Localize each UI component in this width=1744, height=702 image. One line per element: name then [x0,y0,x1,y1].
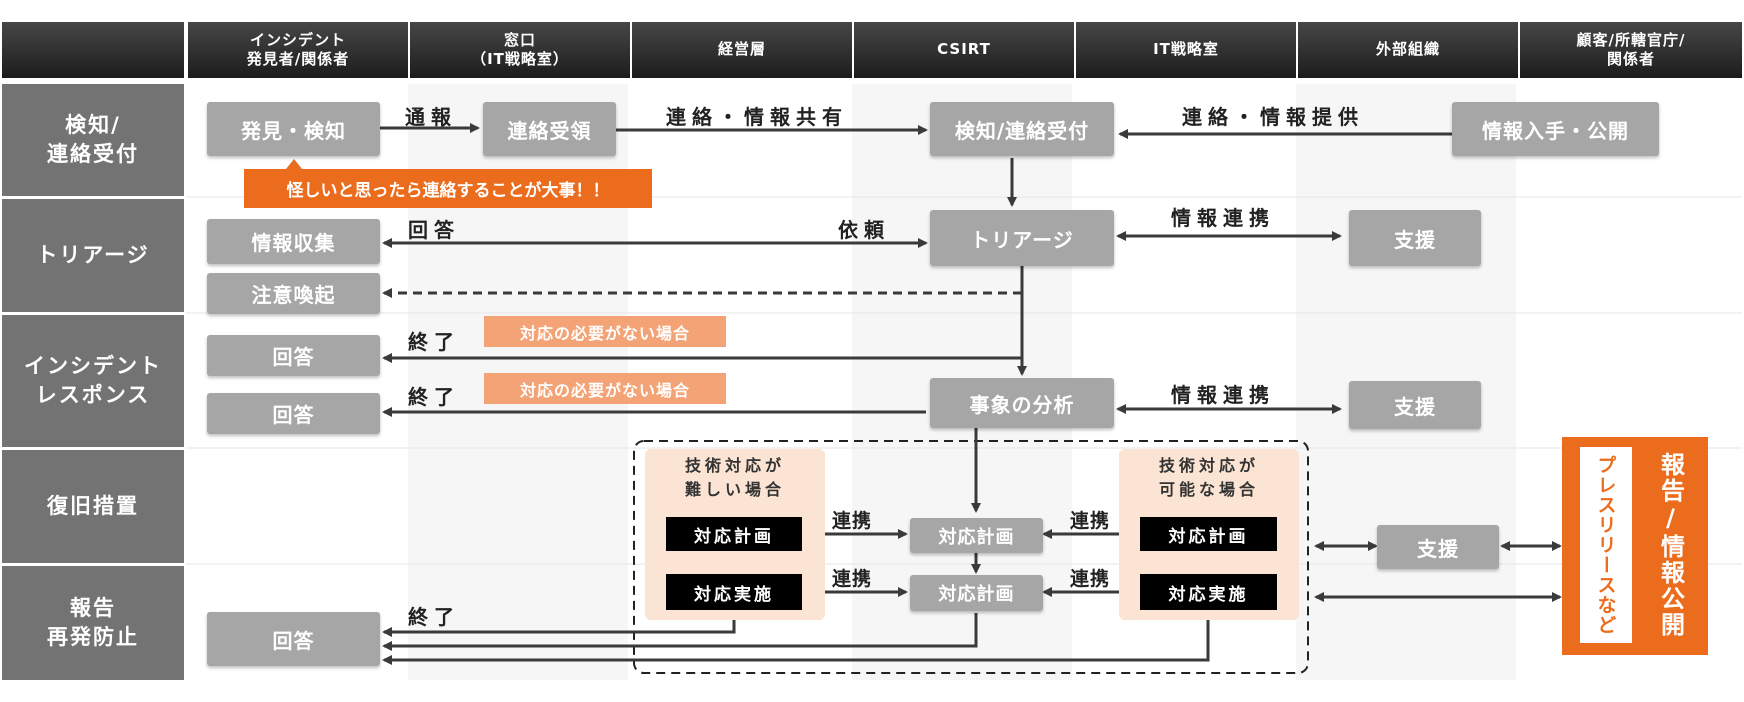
label-kaito: 回答 [408,218,460,242]
box-left-exec: 対応実施 [666,574,802,610]
header-csirt: CSIRT [854,22,1074,78]
box-shien3: 支援 [1377,525,1499,569]
box-triage: トリアージ [930,210,1114,266]
header-external: 外部組織 [1298,22,1518,78]
arrow-shuryo3-a [382,616,736,637]
header-discoverer: インシデント 発見者/関係者 [188,22,408,78]
note-no-response2: 対応の必要がない場合 [484,373,726,404]
label-joho-renkei2: 情報連携 [1171,383,1275,407]
label-renraku-teikyo: 連絡・情報提供 [1182,105,1364,129]
box-kaito3: 回答 [207,612,380,666]
box-right-exec: 対応実施 [1140,574,1277,610]
box-chui-kanki: 注意喚起 [207,273,380,314]
dashed-region [633,440,1309,674]
panel-possible-title: 技術対応が 可能な場合 [1158,456,1259,499]
label-renkei1: 連携 [832,510,873,532]
label-shuryo2: 終了 [408,385,460,409]
row-label-detection: 検知/ 連絡受付 [2,84,184,196]
box-left-plan: 対応計画 [666,517,802,551]
row-label-report: 報告 再発防止 [2,566,184,680]
header-customers: 顧客/所轄官庁/ 関係者 [1520,22,1742,78]
panel-difficult-title: 技術対応が 難しい場合 [684,456,785,499]
box-jisho-bunseki: 事象の分析 [930,378,1114,428]
header-contact: 窓口 （IT戦略室） [410,22,630,78]
label-shuryo3: 終了 [408,605,460,629]
box-csirt-plan2: 対応計画 [910,575,1043,611]
box-shien2: 支援 [1349,381,1481,429]
header-management: 経営層 [632,22,852,78]
callout-banner: 怪しいと思ったら連絡することが大事！！ [244,169,652,208]
box-shien1: 支援 [1349,210,1481,266]
box-csirt-plan1: 対応計画 [910,518,1043,553]
row-label-response: インシデント レスポンス [2,315,184,447]
box-hakken: 発見・検知 [207,102,380,156]
label-joho-renkei1: 情報連携 [1171,206,1275,230]
box-right-plan: 対応計画 [1140,517,1277,551]
report-inner-text: プレスリリースなど [1594,455,1617,635]
arrow-shuryo3-c [382,616,1210,665]
callout-pointer [286,159,302,169]
note-no-response1: 対応の必要がない場合 [484,316,726,347]
label-tsuho: 通報 [405,105,457,129]
arrow-shuryo3-b [382,613,978,651]
box-joho-shushu: 情報収集 [207,219,380,264]
box-kenchi-uketsuke: 検知/連絡受付 [930,102,1114,156]
report-inner: プレスリリースなど [1580,447,1632,643]
label-shuryo1: 終了 [408,330,460,354]
report-title: 報告/情報公開 [1656,452,1685,638]
box-joho-nyushu: 情報入手・公開 [1452,102,1659,156]
row-label-triage: トリアージ [2,199,184,312]
header-it-strategy: IT戦略室 [1076,22,1296,78]
box-renraku-juryo: 連絡受領 [483,102,616,156]
report-title-wrap: 報告/情報公開 [1643,447,1699,643]
label-renkei2: 連携 [832,568,873,590]
label-irai: 依頼 [838,218,890,242]
label-renkei3: 連携 [1070,510,1111,532]
row-label-recovery: 復旧措置 [2,450,184,563]
label-renkei4: 連携 [1070,568,1111,590]
box-kaito1: 回答 [207,335,380,376]
box-kaito2: 回答 [207,393,380,434]
label-renraku-kyoyu: 連絡・情報共有 [666,105,848,129]
header-corner [2,22,184,78]
